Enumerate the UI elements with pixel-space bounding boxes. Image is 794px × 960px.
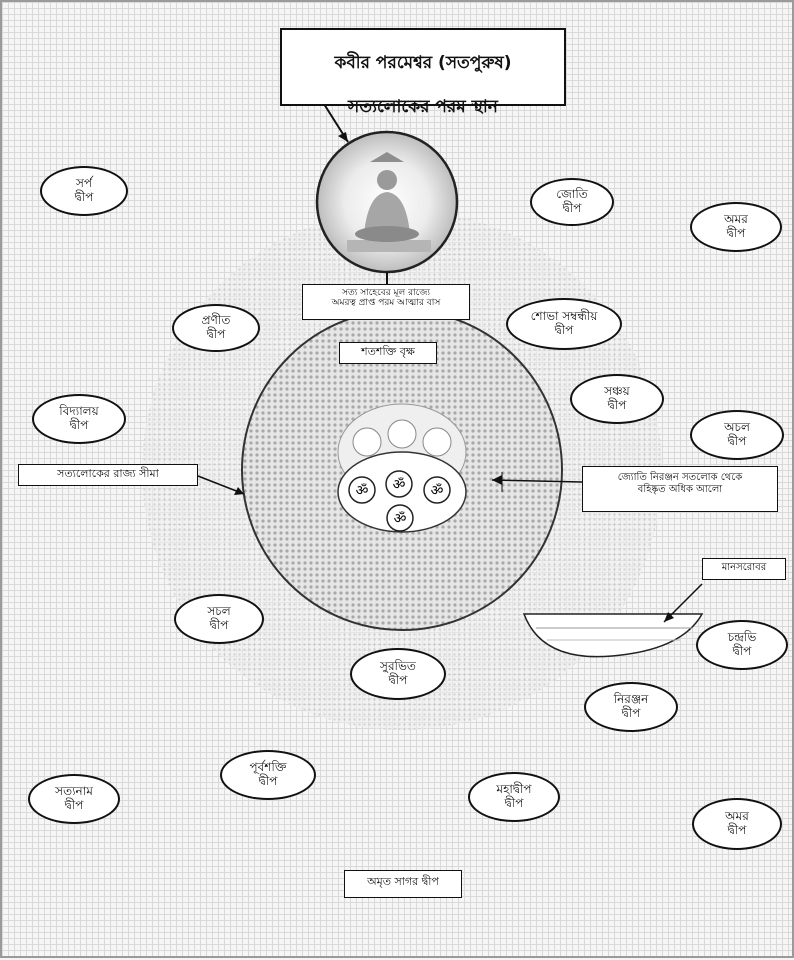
island-oval: প্রণীত দ্বীপ	[172, 304, 260, 352]
svg-text:ॐ: ॐ	[394, 511, 407, 527]
om-symbol-icon: ॐ	[348, 476, 376, 504]
island-oval: সঞ্চয় দ্বীপ	[570, 374, 664, 424]
svg-text:ॐ: ॐ	[393, 477, 406, 493]
title-box: কবীর পরমেশ্বর (সতপুরুষ) সত্যলোকের পরম স্…	[280, 28, 566, 117]
petal	[422, 427, 452, 457]
meditating-figure-icon	[347, 152, 431, 252]
island-oval: মহাদ্বীপ দ্বীপ	[468, 772, 560, 822]
island-oval: নিরঞ্জন দ্বীপ	[584, 682, 678, 732]
right-label: জ্যোতি নিরঞ্জন সতলোক থেকে বহিষ্কৃত অধিক …	[582, 466, 778, 512]
lake	[522, 613, 704, 658]
caption-box: সত্য সাহেবের মূল রাজ্যে অমরত্ব প্রাপ্ত প…	[302, 284, 470, 320]
om-symbol-icon: ॐ	[385, 470, 413, 498]
island-oval: জোতি দ্বীপ	[530, 178, 614, 226]
island-oval: সর্প দ্বীপ	[40, 166, 128, 216]
title-line-2: সত্যলোকের পরম স্থান	[348, 97, 498, 118]
bottom-label: অমৃত সাগর দ্বীপ	[344, 870, 462, 898]
svg-text:ॐ: ॐ	[431, 483, 444, 499]
island-oval: অমর দ্বীপ	[692, 798, 782, 850]
lake-label: মানসরোবর	[702, 558, 786, 580]
island-oval: শোভা সম্বন্ধীয় দ্বীপ	[506, 298, 622, 350]
island-oval: সুরভিত দ্বীপ	[350, 648, 446, 700]
petal	[352, 427, 382, 457]
island-oval: পূর্বশক্তি দ্বীপ	[220, 750, 316, 800]
petal	[387, 419, 417, 449]
island-oval: অচল দ্বীপ	[690, 410, 784, 460]
right-arrow	[491, 479, 583, 483]
title-line-1: কবীর পরমেশ্বর (সতপুরুষ)	[334, 53, 512, 74]
center-label: শতশক্তি বৃক্ষ	[339, 342, 437, 364]
island-oval: বিদ্যালয় দ্বীপ	[32, 394, 126, 444]
om-symbol-icon: ॐ	[386, 504, 414, 532]
island-oval: চন্দ্রভি দ্বীপ	[696, 620, 788, 670]
om-symbol-icon: ॐ	[423, 476, 451, 504]
island-oval: সত্যনাম দ্বীপ	[28, 774, 120, 824]
svg-text:ॐ: ॐ	[356, 483, 369, 499]
island-oval: সচল দ্বীপ	[174, 594, 264, 644]
island-oval: অমর দ্বীপ	[690, 202, 782, 252]
left-label: সত্যলোকের রাজ্য সীমা	[18, 464, 198, 486]
